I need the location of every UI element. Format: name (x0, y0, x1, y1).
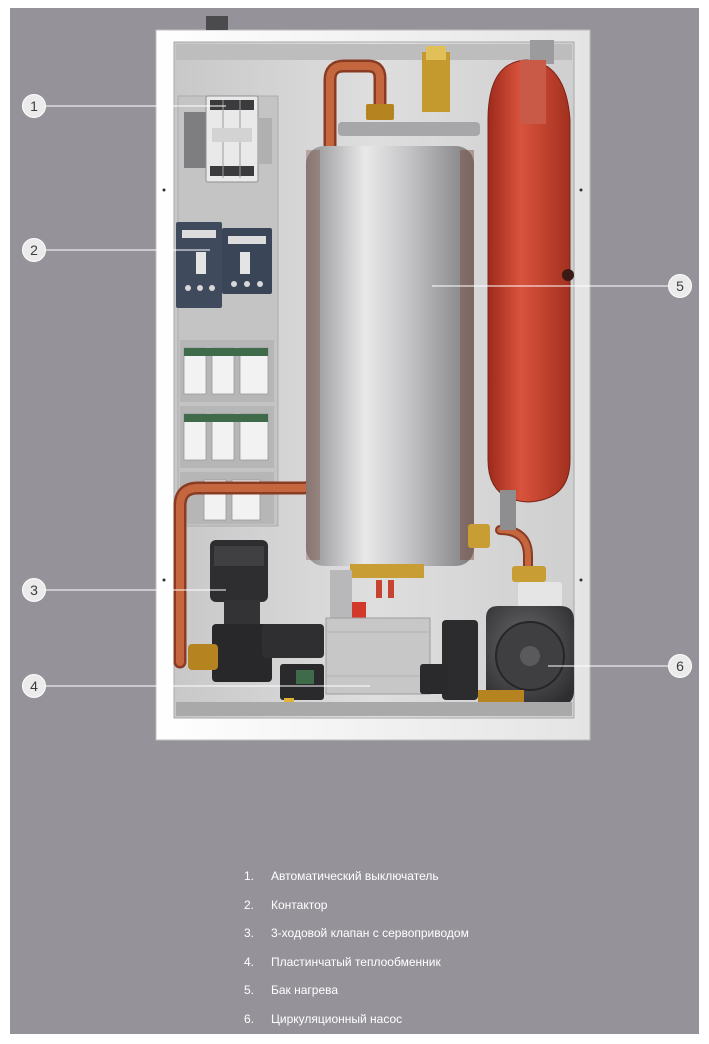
legend-number: 4. (244, 954, 255, 969)
expansion-tank (487, 40, 574, 530)
callout-lines (46, 105, 668, 687)
legend-number: 6. (244, 1011, 255, 1026)
callout-circles: 1 2 3 4 5 6 (22, 94, 692, 698)
legend-text: Бак нагрева (271, 983, 339, 997)
legend-item: 3. 3-ходовой клапан с сервоприводом (244, 923, 684, 952)
top-rail (176, 44, 572, 60)
three-way-valve-icon (188, 540, 324, 700)
legend-number: 1. (244, 869, 255, 883)
callout-6: 6 (668, 654, 692, 678)
callout-number: 2 (30, 242, 38, 258)
callout-4: 4 (22, 674, 46, 698)
legend-text: Циркуляционный насос (271, 1011, 403, 1026)
legend-text: 3-ходовой клапан с сервоприводом (271, 926, 469, 940)
callout-number: 1 (30, 98, 38, 114)
legend-text: Контактор (271, 897, 328, 912)
legend-item: 2. Контактор (244, 895, 684, 924)
terminal-blocks (180, 340, 274, 524)
circulation-pump-icon (478, 582, 574, 706)
contactor-icon (176, 222, 272, 308)
brass-fitting (512, 566, 546, 582)
component-legend: 1. Автоматический выключатель 2. Контактор… (244, 866, 684, 1037)
callout-number: 5 (676, 278, 684, 294)
callout-2: 2 (22, 238, 46, 262)
callout-3: 3 (22, 578, 46, 602)
plate-heat-exchanger-icon (325, 617, 431, 695)
legend-item: 5. Бак нагрева (244, 980, 684, 1009)
legend-item: 4. Пластинчатый теплообменник (244, 952, 684, 981)
legend-item: 1. Автоматический выключатель (244, 866, 684, 895)
legend-number: 2. (244, 897, 255, 912)
legend-item: 6. Циркуляционный насос (244, 1009, 684, 1038)
legend-number: 5. (244, 983, 255, 997)
heating-tank-icon (306, 46, 480, 634)
brass-fitting (468, 524, 490, 548)
callout-number: 4 (30, 678, 38, 694)
callout-number: 3 (30, 582, 38, 598)
circuit-breaker-icon (184, 95, 272, 183)
callout-5: 5 (668, 274, 692, 298)
callout-number: 6 (676, 658, 684, 674)
bottom-rail (176, 702, 572, 716)
legend-number: 3. (244, 926, 255, 940)
legend-text: Пластинчатый теплообменник (271, 954, 441, 969)
legend-text: Автоматический выключатель (271, 869, 439, 883)
callout-1: 1 (22, 94, 46, 118)
